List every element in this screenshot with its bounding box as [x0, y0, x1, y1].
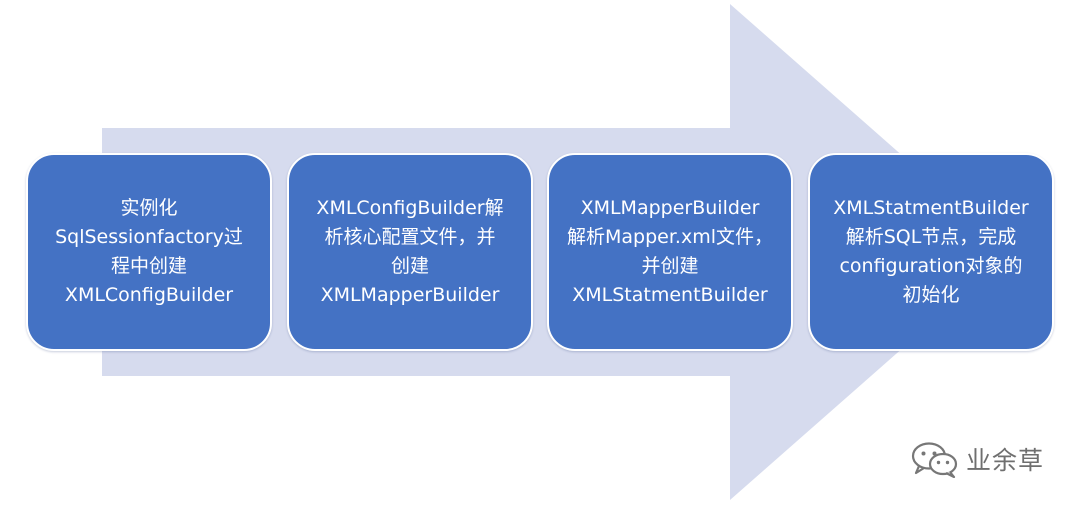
step-4-line-4: 初始化 [902, 284, 960, 306]
step-1-line-1: 实例化 [120, 197, 178, 219]
step-4-line-2: 解析SQL节点，完成 [845, 226, 1017, 248]
step-1-line-4: XMLConfigBuilder [64, 284, 234, 306]
step-4-line-3: configuration对象的 [839, 255, 1023, 277]
step-2-line-3: 创建 [390, 255, 429, 277]
step-3-line-4: XMLStatmentBuilder [572, 284, 768, 306]
watermark: 业余草 [910, 440, 1044, 478]
watermark-text: 业余草 [966, 446, 1045, 475]
step-box-1: 实例化 SqlSessionfactory过 程中创建 XMLConfigBui… [26, 153, 272, 351]
step-3-line-1: XMLMapperBuilder [580, 197, 760, 219]
step-2-line-4: XMLMapperBuilder [320, 284, 500, 306]
wechat-icon [911, 442, 958, 478]
step-1-line-3: 程中创建 [110, 255, 187, 277]
step-box-3: XMLMapperBuilder 解析Mapper.xml文件， 并创建 XML… [547, 153, 793, 351]
step-3-line-2: 解析Mapper.xml文件， [567, 226, 773, 248]
step-2-line-1: XMLConfigBuilder解 [316, 197, 504, 219]
step-box-2: XMLConfigBuilder解 析核心配置文件，并 创建 XMLMapper… [287, 153, 533, 351]
step-2-line-2: 析核心配置文件，并 [324, 226, 496, 248]
step-box-4: XMLStatmentBuilder 解析SQL节点，完成 configurat… [808, 153, 1054, 351]
step-1-line-2: SqlSessionfactory过 [55, 226, 243, 248]
step-3-line-3: 并创建 [641, 255, 699, 277]
step-4-line-1: XMLStatmentBuilder [833, 197, 1029, 219]
